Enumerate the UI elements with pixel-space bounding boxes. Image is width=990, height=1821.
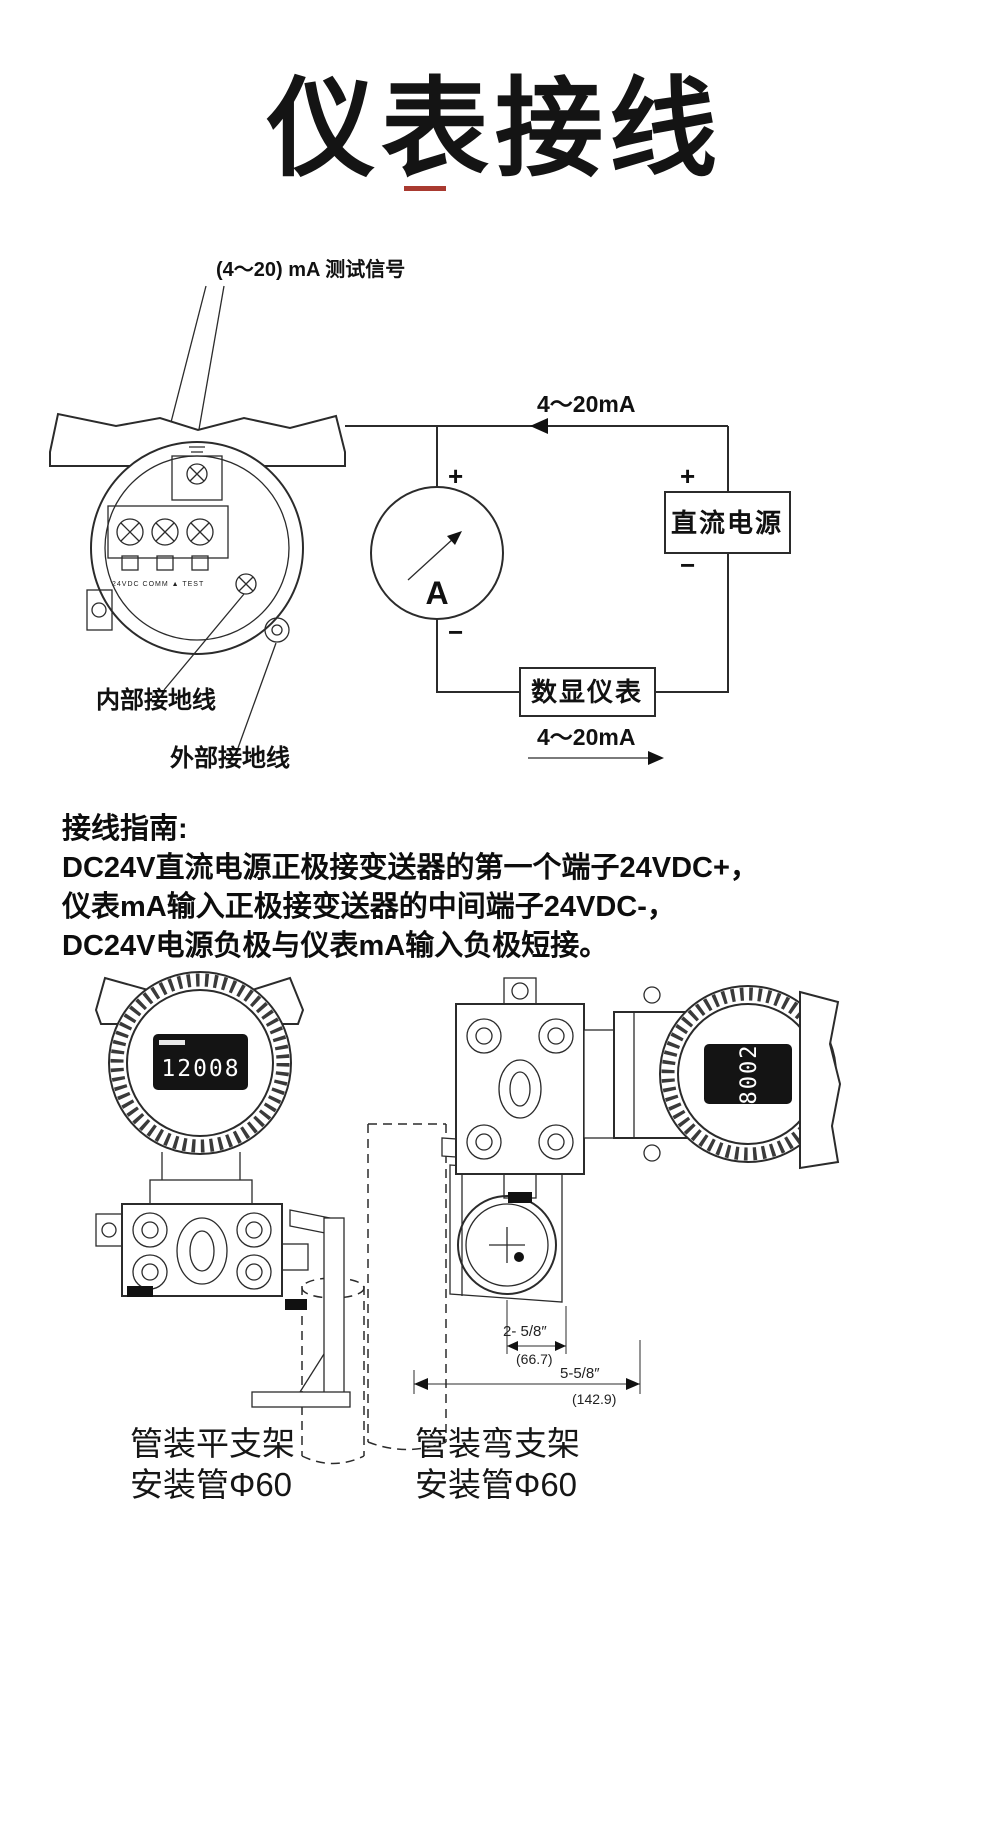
flange-bolt-icon [236,1254,272,1290]
ammeter: A + − [370,461,504,647]
ribbed-rim [110,973,290,1153]
internal-ground-label: 内部接地线 [96,686,216,714]
guide-heading: 接线指南: [62,813,188,845]
lcd-value-right: 8002 [737,1044,762,1105]
ammeter-plus: + [448,461,463,491]
dc-supply-box: 直流电源 + − [664,461,791,580]
flange-bolt-icon [132,1212,168,1248]
caption-flat-bracket: 管装平支架 安装管Φ60 [130,1423,295,1505]
terminal-screw-icon [151,518,179,546]
test-signal-label: (4～20) mA 测试信号 [216,257,405,281]
circuit-wires [345,418,729,693]
flange-bolt-icon [466,1124,502,1160]
flange-bolt-icon [538,1124,574,1160]
needle-arrow-icon [447,531,462,545]
lcd-display [153,1034,248,1090]
terminal-screw-icon [116,518,144,546]
screw-icon [186,463,208,485]
mounting-pipe-dashed [367,1123,447,1451]
flange-bolt-icon [466,1018,502,1054]
dc-plus: + [680,461,695,491]
caption-bent-bracket: 管装弯支架 安装管Φ60 [415,1423,580,1505]
guide-line-1: DC24V直流电源正极接变送器的第一个端子24VDC+， [62,852,759,884]
dim-small-inch: 2- 5/8″ [503,1323,547,1340]
lcd-display [704,1044,792,1104]
caption-bent-bracket-line2: 安装管Φ60 [415,1466,578,1503]
dimension-annotations: 2- 5/8″ (66.7) 5-5/8″ (142.9) [413,1300,641,1407]
current-arrow-left-icon [530,418,548,434]
terminal-marking: 24VDC COMM ▲ TEST [112,581,204,588]
caption-flat-bracket-line2: 安装管Φ60 [130,1466,293,1503]
external-ground-bolt-icon [264,617,290,643]
digital-meter-label: 数显仪表 [531,677,643,707]
caption-bent-bracket-line1: 管装弯支架 [415,1425,580,1462]
dc-minus: − [680,550,695,580]
transmitter-rear-drawing: 24VDC COMM ▲ TEST [49,412,346,655]
pointer-line [163,593,245,691]
guide-line-2: 仪表mA输入正极接变送器的中间端子24VDC-， [62,891,676,923]
lcd-value-left: 12008 [161,1056,240,1082]
digital-meter-box: 数显仪表 [519,667,656,717]
transmitter-flat-bracket-drawing: 12008 [94,971,365,1465]
current-bottom-label: 4～20mA [537,724,635,750]
external-ground-label: 外部接地线 [170,744,290,772]
pointer-line [237,642,277,749]
pipe-clamp [457,1195,557,1295]
current-top-label: 4～20mA [537,391,635,417]
flange-body [95,1203,309,1310]
transmitter-bent-bracket-drawing: 8002 [367,977,842,1451]
housing-circle [90,441,304,655]
red-divider [404,186,446,191]
flange-body [455,977,585,1203]
terminal-block: 24VDC COMM ▲ TEST [107,505,229,588]
caption-flat-bracket-line1: 管装平支架 [130,1425,295,1462]
page-title: 仪表接线 [266,68,723,189]
ammeter-letter: A [425,575,448,611]
guide-line-3: DC24V电源负极与仪表mA输入负极短接。 [62,930,609,962]
dc-supply-label: 直流电源 [671,508,783,538]
wiring-guide: 接线指南: DC24V直流电源正极接变送器的第一个端子24VDC+， 仪表mA输… [62,810,759,966]
internal-ground-screw-icon [235,573,257,595]
flange-bolt-icon [538,1018,574,1054]
current-arrow-right-icon [648,751,664,765]
mounting-diagrams: 12008 [94,971,842,1465]
terminal-screw-icon [186,518,214,546]
dim-large-inch: 5-5/8″ [560,1365,600,1382]
ammeter-minus: − [448,617,463,647]
dim-small-mm: (66.7) [516,1351,553,1367]
wiring-diagram: (4～20) mA 测试信号 [49,257,791,772]
flat-bracket [251,1209,351,1408]
dim-large-mm: (142.9) [572,1391,616,1407]
flange-bolt-icon [236,1212,272,1248]
